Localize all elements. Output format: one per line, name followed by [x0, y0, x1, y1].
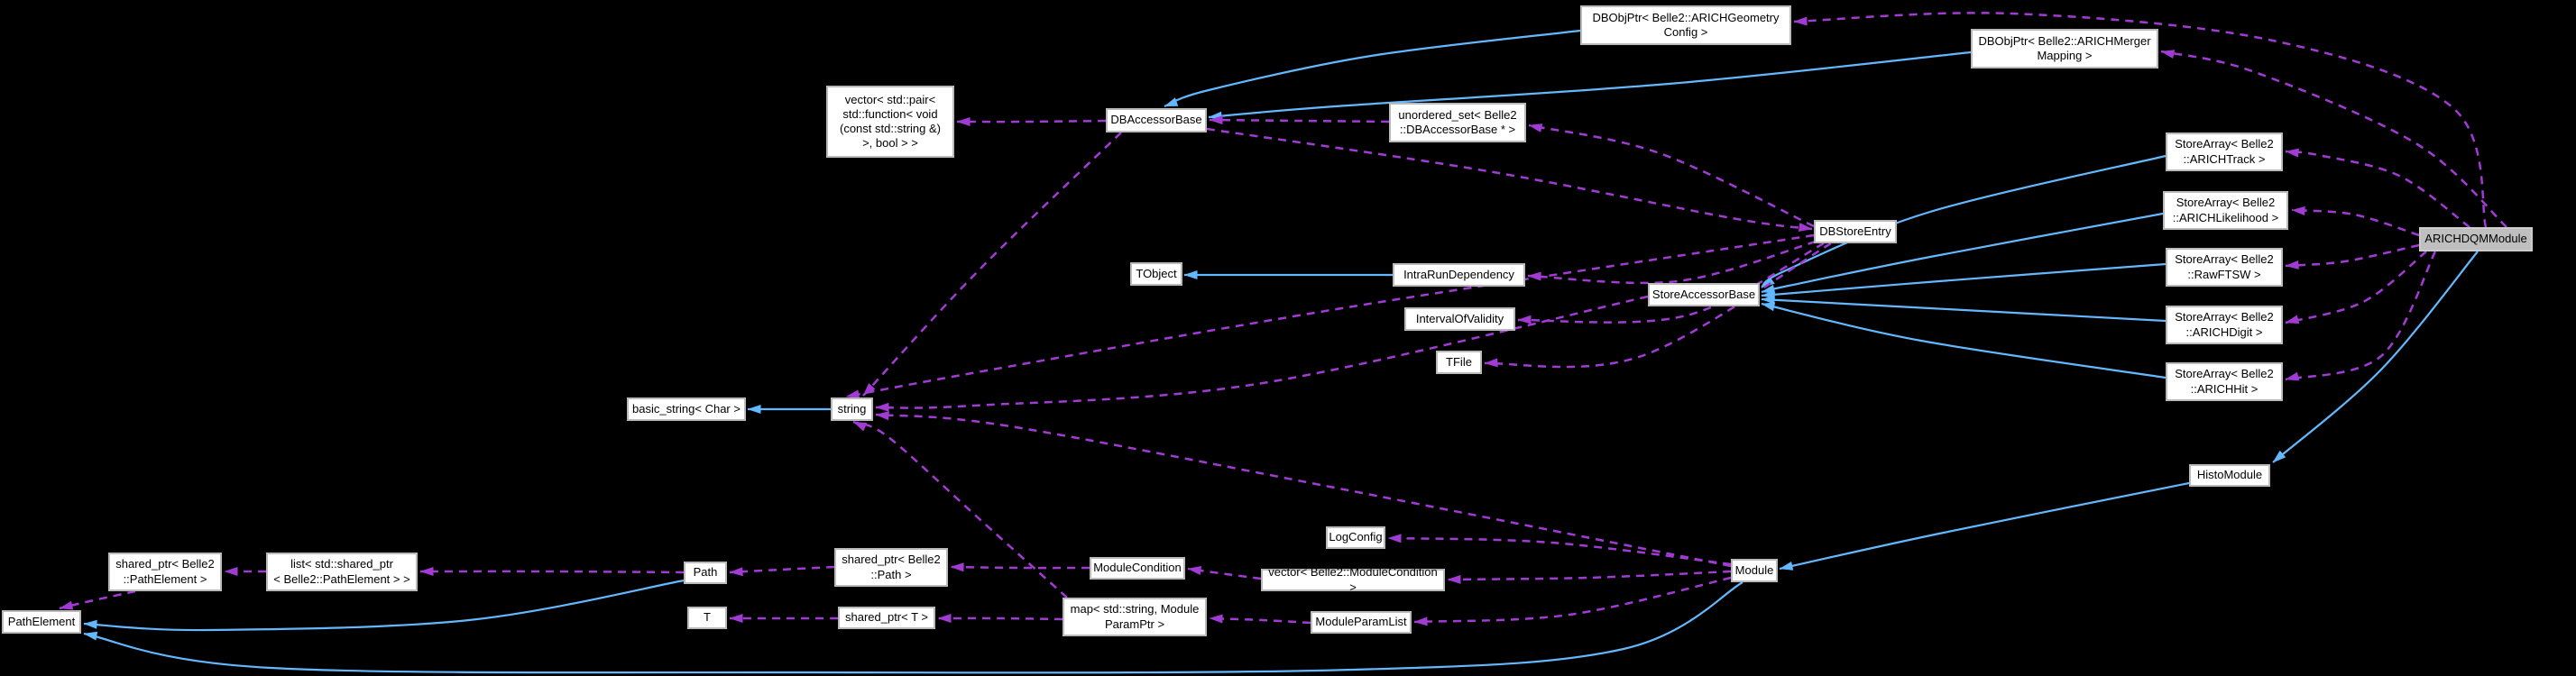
edge-dbstoreentry-to-string: [845, 233, 1815, 399]
node-dbaccessorbase[interactable]: DBAccessorBase: [1106, 108, 1207, 132]
node-arichdqmmodule[interactable]: ARICHDQMModule: [2419, 227, 2533, 251]
node-moduleparamlist[interactable]: ModuleParamList: [1311, 611, 1412, 634]
edge-module-to-logconfig: [1387, 534, 1732, 566]
edge-histomodule-to-module: [1779, 481, 2190, 571]
node-storearray-rawftsw[interactable]: StoreArray< Belle2 ::RawFTSW >: [2166, 248, 2283, 287]
edge-arichdqmmodule-to-storearray-arichhit: [2285, 251, 2437, 381]
node-module[interactable]: Module: [1731, 559, 1778, 582]
node-tobject[interactable]: TObject: [1130, 262, 1182, 286]
edge-arichdqmmodule-to-storearray-arichtrack: [2285, 148, 2470, 229]
edge-shared-ptr-pathelement-to-pathelement: [59, 589, 136, 610]
edge-shared-ptr-path-to-path: [729, 565, 835, 577]
node-dbstoreentry[interactable]: DBStoreEntry: [1814, 220, 1897, 243]
edge-path-to-pathelement: [83, 579, 685, 632]
node-storearray-arichdigit[interactable]: StoreArray< Belle2 ::ARICHDigit >: [2166, 306, 2283, 344]
edge-dbstoreentry-to-unordered-set-dbaccessorbase: [1528, 123, 1815, 228]
edge-modulecondition-to-shared-ptr-path: [950, 562, 1090, 572]
node-list-shared-ptr-pathelement[interactable]: list< std::shared_ptr < Belle2::PathElem…: [266, 553, 418, 591]
node-dbobjptr-arichgeometryconfig[interactable]: DBObjPtr< Belle2::ARICHGeometry Config >: [1580, 5, 1791, 45]
edge-arichdqmmodule-to-dbobjptr-arichgeometryconfig: [1793, 12, 2488, 228]
edge-map-moduleparamptr-to-shared-ptr-t: [937, 613, 1063, 623]
node-modulecondition[interactable]: ModuleCondition: [1090, 557, 1185, 580]
edge-dbobjptr-arichgeometryconfig-to-dbaccessorbase: [1164, 29, 1581, 108]
node-storeaccessorbase[interactable]: StoreAccessorBase: [1648, 283, 1760, 306]
node-vector-pair-function[interactable]: vector< std::pair< std::function< void (…: [826, 86, 954, 158]
node-path[interactable]: Path: [684, 562, 727, 584]
edge-arichdqmmodule-to-storearray-arichdigit: [2285, 251, 2427, 324]
edge-path-to-list-shared-ptr-pathelement: [419, 566, 685, 576]
edge-arichdqmmodule-to-storearray-arichlikelihood: [2291, 206, 2420, 237]
node-unordered-set-dbaccessorbase[interactable]: unordered_set< Belle2 ::DBAccessorBase *…: [1389, 103, 1526, 142]
edge-storearray-arichhit-to-storeaccessorbase: [1761, 302, 2167, 379]
edge-arichdqmmodule-to-storearray-rawftsw: [2285, 243, 2420, 269]
node-storearray-arichlikelihood[interactable]: StoreArray< Belle2 ::ARICHLikelihood >: [2163, 191, 2288, 230]
edge-module-to-moduleparamlist: [1413, 576, 1732, 626]
node-basic-string-char[interactable]: basic_string< Char >: [627, 397, 746, 421]
edge-dbaccessorbase-to-vector-pair-function: [956, 117, 1107, 127]
node-tfile[interactable]: TFile: [1436, 351, 1482, 374]
node-logconfig[interactable]: LogConfig: [1326, 526, 1385, 549]
edges-group: [59, 12, 2507, 674]
edge-moduleparamlist-to-map-moduleparamptr: [1209, 614, 1311, 625]
edge-dbaccessorbase-to-string: [862, 132, 1122, 397]
edge-module-to-vector-modulecondition: [1447, 570, 1732, 584]
edge-module-to-string: [875, 411, 1732, 568]
edge-map-moduleparamptr-to-string: [852, 420, 1068, 598]
node-intrarundependency[interactable]: IntraRunDependency: [1393, 263, 1525, 287]
node-dbobjptr-arichmergermapping[interactable]: DBObjPtr< Belle2::ARICHMerger Mapping >: [1971, 29, 2158, 69]
node-vector-modulecondition[interactable]: vector< Belle2::ModuleCondition >: [1261, 565, 1445, 594]
node-shared-ptr-t[interactable]: shared_ptr< T >: [838, 607, 935, 629]
edge-module-to-pathelement: [83, 581, 1743, 674]
edge-arichdqmmodule-to-histomodule: [2272, 251, 2479, 463]
node-shared-ptr-path[interactable]: shared_ptr< Belle2 ::Path >: [834, 548, 948, 587]
node-shared-ptr-pathelement[interactable]: shared_ptr< Belle2 ::PathElement >: [108, 553, 222, 591]
node-pathelement[interactable]: PathElement: [2, 610, 81, 634]
edge-storearray-arichlikelihood-to-storeaccessorbase: [1761, 212, 2164, 294]
node-storearray-arichtrack[interactable]: StoreArray< Belle2 ::ARICHTrack >: [2166, 132, 2283, 171]
edge-dbobjptr-arichmergermapping-to-dbaccessorbase: [1208, 50, 1972, 121]
node-storearray-arichhit[interactable]: StoreArray< Belle2 ::ARICHHit >: [2166, 362, 2283, 401]
node-t[interactable]: T: [687, 607, 727, 629]
node-map-moduleparamptr[interactable]: map< std::string, Module ParamPtr >: [1063, 598, 1207, 636]
edge-storearray-rawftsw-to-storeaccessorbase: [1761, 262, 2167, 299]
edge-dbaccessorbase-to-dbstoreentry: [1206, 127, 1813, 233]
edge-storearray-arichdigit-to-storeaccessorbase: [1761, 295, 2167, 323]
edge-storeaccessorbase-to-string: [875, 295, 1649, 412]
node-intervalofvalidity[interactable]: IntervalOfValidity: [1404, 307, 1515, 331]
edge-dbstoreentry-to-tfile: [1484, 242, 1832, 369]
edge-unordered-set-dbaccessorbase-to-dbaccessorbase: [1209, 115, 1390, 125]
edge-vector-modulecondition-to-modulecondition: [1187, 566, 1262, 580]
node-string[interactable]: string: [831, 397, 873, 421]
edge-storearray-arichtrack-to-storeaccessorbase: [1761, 154, 2167, 288]
node-histomodule[interactable]: HistoModule: [2189, 464, 2270, 487]
edge-arichdqmmodule-to-dbobjptr-arichmergermapping: [2160, 50, 2507, 228]
edge-dbstoreentry-to-intrarundependency: [1527, 240, 1817, 285]
